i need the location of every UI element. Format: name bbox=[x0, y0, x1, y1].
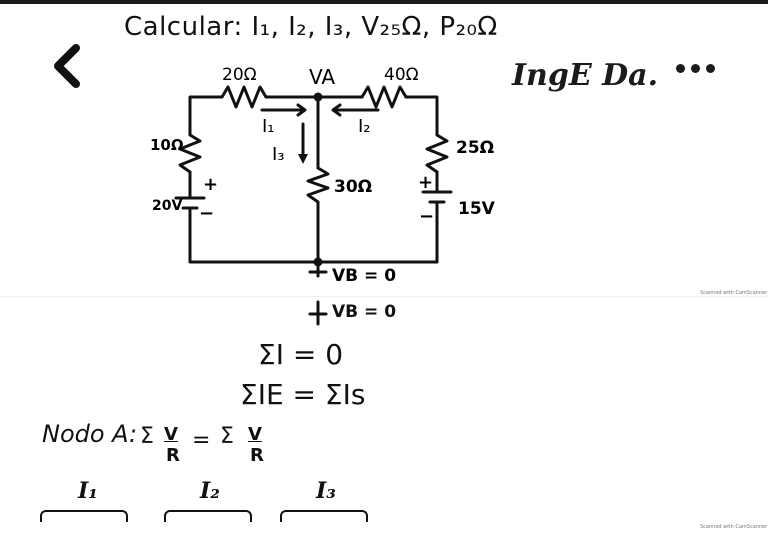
dot bbox=[676, 64, 685, 73]
label-i2: I₂ bbox=[358, 116, 371, 137]
bracket-i2 bbox=[164, 510, 252, 522]
label-vb: VB = 0 bbox=[332, 266, 396, 286]
chevron-left-icon[interactable] bbox=[46, 40, 88, 90]
equals-sign: = bbox=[192, 428, 211, 453]
label-r25: 25Ω bbox=[456, 138, 494, 158]
resistor-20 bbox=[220, 85, 268, 109]
label-plus-right: + bbox=[418, 172, 433, 193]
resistor-30 bbox=[306, 166, 330, 204]
top-bar bbox=[0, 0, 768, 4]
dot bbox=[691, 64, 700, 73]
label-plus-left: + bbox=[203, 174, 218, 195]
more-options-icon[interactable] bbox=[676, 58, 728, 82]
wire-left-bottom bbox=[188, 206, 439, 264]
ground-repeat-symbol bbox=[308, 300, 328, 326]
circuit-diagram: 20Ω VA 40Ω 10Ω 25Ω 30Ω I₁ I₂ I₃ 20V 15V … bbox=[150, 65, 496, 286]
label-r30: 30Ω bbox=[334, 177, 372, 197]
frac-bottom-left: R bbox=[166, 445, 180, 466]
frac-top-left: V bbox=[164, 424, 178, 445]
frac-bottom-right: R bbox=[250, 445, 264, 466]
bottom-label-i1: I₁ bbox=[78, 478, 98, 504]
ground-repeat-label: VB = 0 bbox=[332, 302, 397, 322]
page-title: Calcular: I₁, I₂, I₃, V₂₅Ω, P₂₀Ω bbox=[124, 12, 498, 42]
label-va: VA bbox=[309, 65, 335, 89]
sigma-right: Σ bbox=[220, 424, 234, 449]
node-b-dot bbox=[313, 257, 323, 267]
arrow-i2-head bbox=[331, 103, 342, 117]
wire-right-top bbox=[404, 95, 439, 137]
brand-logo: IngE Da. bbox=[512, 58, 659, 93]
label-20v: 20V bbox=[152, 198, 182, 214]
node-a-dot bbox=[313, 92, 323, 102]
bottom-label-i2: I₂ bbox=[200, 478, 220, 504]
frac-top-right: V bbox=[248, 424, 262, 445]
label-i3: I₃ bbox=[272, 144, 285, 165]
sigma-left: Σ bbox=[140, 424, 154, 449]
resistor-25 bbox=[425, 133, 449, 174]
label-r20: 20Ω bbox=[222, 65, 257, 85]
resistor-10 bbox=[178, 133, 202, 174]
kcl-equation-in-out: ΣIE = ΣIs bbox=[240, 378, 366, 411]
bracket-i1 bbox=[40, 510, 128, 522]
bottom-label-i3: I₃ bbox=[316, 478, 336, 504]
wire-left-top bbox=[188, 95, 224, 137]
page-divider bbox=[0, 296, 768, 297]
kcl-equation: ΣI = 0 bbox=[258, 338, 344, 371]
label-15v: 15V bbox=[458, 199, 496, 219]
bracket-i3 bbox=[280, 510, 368, 522]
scanner-watermark-bottom: Scanned with CamScanner bbox=[700, 524, 768, 530]
resistor-40 bbox=[360, 85, 408, 109]
scanner-watermark: Scanned with CamScanner bbox=[700, 290, 768, 296]
dot bbox=[706, 64, 715, 73]
label-r40: 40Ω bbox=[384, 65, 419, 85]
label-r10: 10Ω bbox=[150, 136, 184, 154]
label-minus-left: − bbox=[199, 203, 214, 224]
arrow-i1-head bbox=[296, 103, 307, 117]
label-i1: I₁ bbox=[262, 116, 275, 137]
node-a-label: Nodo A: bbox=[42, 420, 138, 448]
arrow-i3-head bbox=[298, 154, 308, 164]
label-minus-right: − bbox=[419, 206, 434, 227]
